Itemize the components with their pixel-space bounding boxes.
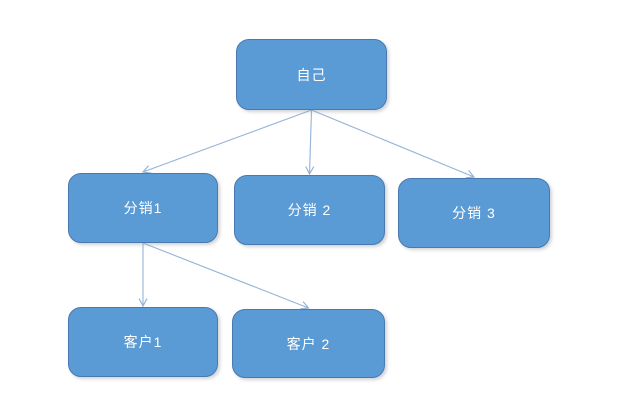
node-self: 自己 xyxy=(236,39,387,110)
node-label: 分销 3 xyxy=(452,205,496,221)
node-label: 自己 xyxy=(296,66,327,83)
node-label: 分销 2 xyxy=(287,202,332,218)
node-dist1: 分销1 xyxy=(68,173,218,243)
connector-self-to-dist1 xyxy=(141,109,312,174)
connector-dist1-to-cust2 xyxy=(142,242,310,310)
node-dist3: 分销 3 xyxy=(398,178,550,248)
node-label: 分销1 xyxy=(123,200,163,216)
node-label: 客户 2 xyxy=(286,335,331,352)
connector-self-to-dist2 xyxy=(305,109,315,176)
node-cust1: 客户1 xyxy=(68,307,218,377)
connector-self-to-dist3 xyxy=(311,109,476,179)
node-label: 客户1 xyxy=(123,334,163,350)
node-cust2: 客户 2 xyxy=(232,309,385,378)
node-dist2: 分销 2 xyxy=(234,175,385,245)
